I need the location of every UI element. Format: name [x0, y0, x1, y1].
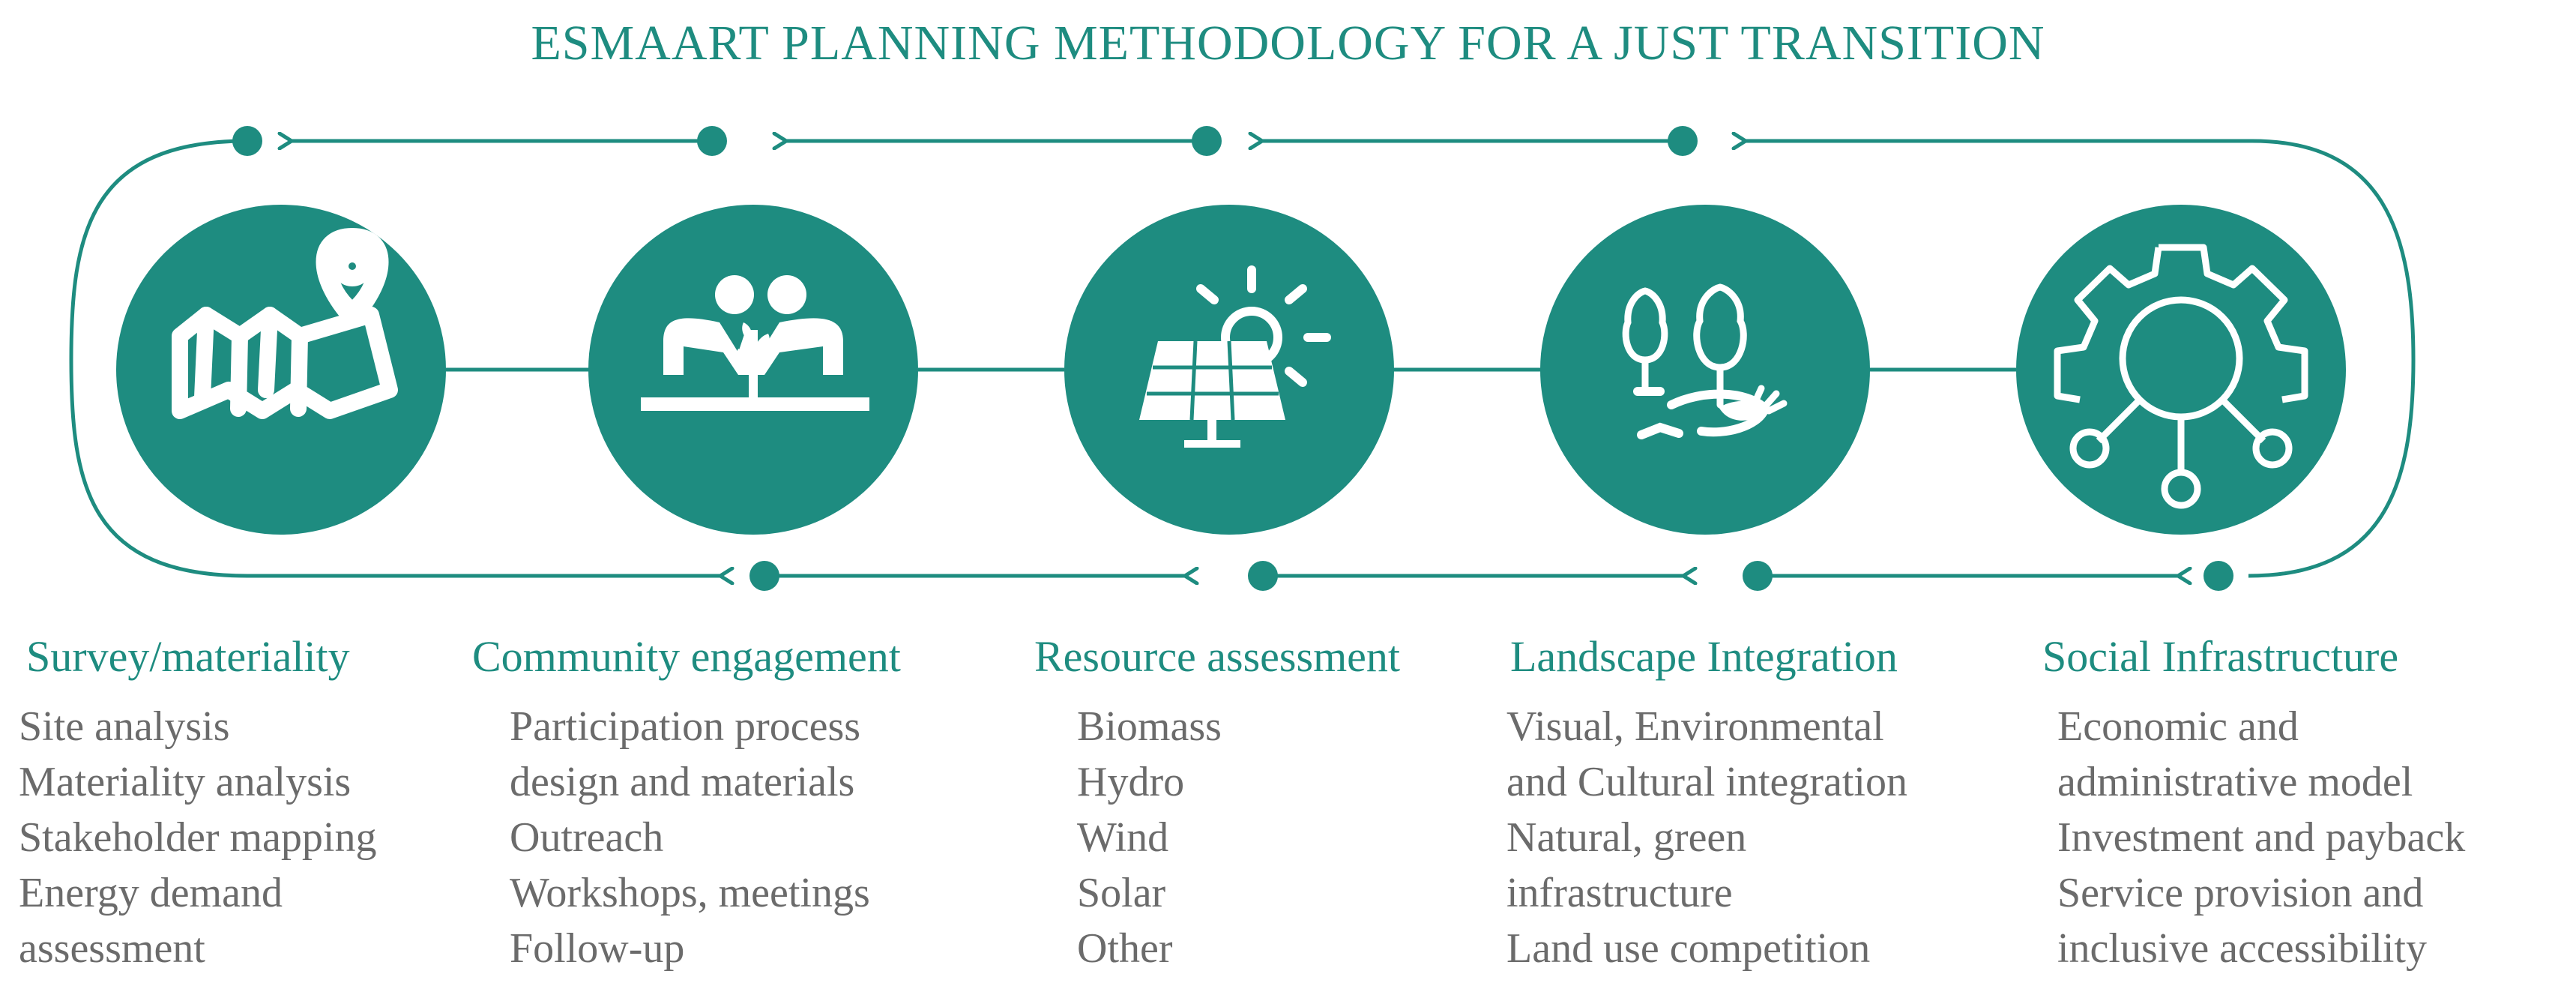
top-dot-3	[1192, 126, 1222, 156]
people-planting-icon	[641, 275, 869, 411]
list-item: inclusive accessibility	[2057, 925, 2427, 972]
stage-circle-4	[1540, 205, 1870, 535]
list-item: Natural, green	[1506, 814, 1747, 861]
top-flow-arrows	[232, 126, 2252, 156]
list-item: Visual, Environmental	[1506, 703, 1884, 750]
bottom-flow-arrows	[247, 561, 2233, 591]
list-item: infrastructure	[1506, 870, 1733, 916]
list-item: Wind	[1077, 814, 1169, 861]
bottom-dot-3	[1743, 561, 1773, 591]
bottom-dot-4	[2204, 561, 2233, 591]
map-pin-icon	[172, 228, 398, 419]
stage-title-community: Community engagement	[472, 632, 901, 681]
list-item: administrative model	[2057, 759, 2413, 805]
list-item: assessment	[19, 925, 205, 972]
bottom-dot-2	[1248, 561, 1278, 591]
stage-list-landscape: Visual, Environmental and Cultural integ…	[1506, 699, 1907, 976]
top-dot-2	[697, 126, 727, 156]
diagram-title: ESMAART PLANNING METHODOLOGY FOR A JUST …	[531, 16, 2045, 70]
list-item: Stakeholder mapping	[19, 814, 377, 861]
list-item: Outreach	[510, 814, 664, 861]
list-item: Materiality analysis	[19, 759, 352, 805]
stage-title-landscape: Landscape Integration	[1510, 632, 1898, 681]
list-item: Solar	[1077, 870, 1166, 916]
list-item: and Cultural integration	[1506, 759, 1907, 805]
list-item: Energy demand	[19, 870, 283, 916]
stage-title-survey: Survey/materiality	[26, 632, 350, 681]
loop-track-left	[69, 139, 248, 578]
list-item: Hydro	[1077, 759, 1185, 805]
stage-circle-1	[116, 205, 446, 535]
stage-list-community: Participation process design and materia…	[510, 699, 870, 976]
list-item: Participation process	[510, 703, 861, 750]
stage-list-survey: Site analysis Materiality analysis Stake…	[19, 699, 376, 976]
stage-title-resource: Resource assessment	[1034, 632, 1401, 681]
stage-list-social: Economic and administrative model Invest…	[2057, 699, 2465, 976]
list-item: Investment and payback	[2057, 814, 2466, 861]
list-item: design and materials	[510, 759, 855, 805]
stage-list-resource: Biomass Hydro Wind Solar Other	[1077, 699, 1222, 976]
solar-panel-sun-icon	[1139, 265, 1331, 448]
stage-title-social: Social Infrastructure	[2042, 632, 2399, 681]
top-dot-1	[232, 126, 262, 156]
list-item: Site analysis	[19, 703, 230, 750]
list-item: Workshops, meetings	[510, 870, 870, 916]
trees-landscape-icon	[1622, 283, 1788, 439]
list-item: Service provision and	[2057, 870, 2424, 916]
stage-circle-5	[2016, 205, 2346, 535]
list-item: Land use competition	[1506, 925, 1871, 972]
list-item: Economic and	[2057, 703, 2299, 750]
list-item: Biomass	[1077, 703, 1222, 750]
list-item: Follow-up	[510, 925, 685, 972]
top-dot-4	[1668, 126, 1698, 156]
list-item: Other	[1077, 925, 1173, 972]
gear-network-icon	[2054, 244, 2308, 509]
loop-track-right	[2248, 139, 2416, 578]
bottom-dot-1	[749, 561, 779, 591]
